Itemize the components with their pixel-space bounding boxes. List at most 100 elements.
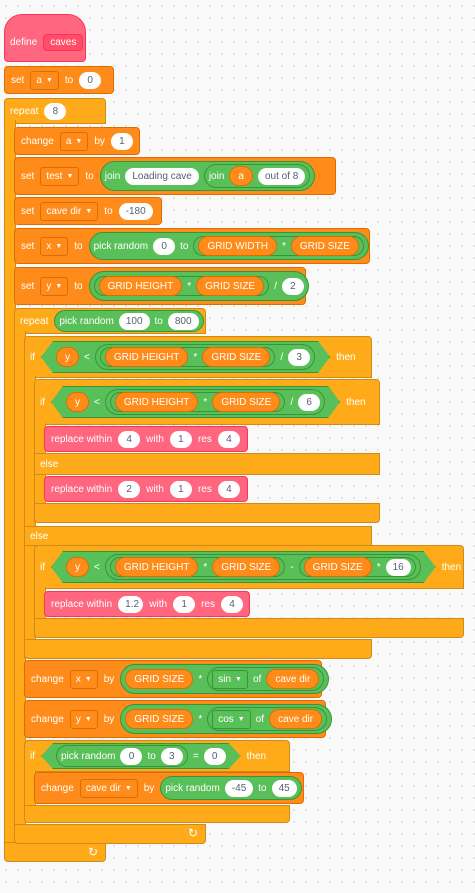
cos-operator[interactable]: cos▼ of cave dir [207, 707, 328, 731]
var-dropdown-x[interactable]: x▼ [40, 236, 69, 256]
math-func-dropdown[interactable]: cos▼ [212, 709, 251, 729]
var-dropdown-a[interactable]: a▼ [30, 70, 59, 90]
dir-min-input[interactable]: -45 [224, 779, 254, 797]
cave-dir-init-input[interactable]: -180 [118, 202, 153, 220]
join-operator-inner[interactable]: join a out of 8 [203, 164, 311, 188]
math-func-dropdown[interactable]: sin▼ [212, 669, 248, 689]
rand-min-input[interactable]: 0 [153, 237, 176, 255]
divide-operator[interactable]: GRID HEIGHT * GRID SIZE / 6 [105, 389, 325, 415]
r1-within-input[interactable]: 4 [118, 430, 141, 448]
var-dropdown-x[interactable]: x▼ [69, 669, 98, 689]
var-reporter-grid-height[interactable]: GRID HEIGHT [98, 276, 183, 296]
change-x-block[interactable]: change x▼ by GRID SIZE * sin▼ of cave di… [24, 660, 330, 698]
repeat-count-input[interactable]: 8 [44, 102, 67, 120]
replace-block-2[interactable]: replace within 2 with 1 res 4 [44, 476, 248, 502]
subtract-operator[interactable]: GRID HEIGHT * GRID SIZE - GRID SIZE * 16 [105, 554, 421, 580]
less-than-operator[interactable]: y < GRID HEIGHT * GRID SIZE / 3 [41, 341, 330, 373]
replace-within-label: replace within [51, 598, 113, 610]
var-dropdown-cave-dir[interactable]: cave dir▼ [79, 778, 138, 798]
a-step-input[interactable]: 1 [110, 132, 133, 150]
var-reporter-grid-size[interactable]: GRID SIZE [290, 236, 359, 256]
var-dropdown-test[interactable]: test▼ [40, 166, 80, 186]
var-reporter-y[interactable]: y [56, 347, 79, 367]
var-reporter-grid-width[interactable]: GRID WIDTH [198, 236, 277, 256]
var-reporter-cave-dir[interactable]: cave dir [266, 669, 320, 689]
loading-text-input[interactable]: Loading cave [125, 167, 199, 185]
pick-random-operator[interactable]: pick random 0 to 3 [56, 745, 188, 767]
change-a-block[interactable]: change a▼ by 1 [14, 127, 140, 155]
multiply-operator[interactable]: GRID HEIGHT * GRID SIZE [93, 276, 270, 296]
r2-res-input[interactable]: 4 [217, 480, 240, 498]
var-reporter-grid-height[interactable]: GRID HEIGHT [115, 392, 199, 412]
less-than-operator[interactable]: y < GRID HEIGHT * GRID SIZE / 6 [51, 386, 340, 418]
r3-with-input[interactable]: 1 [173, 595, 196, 613]
var-reporter-grid-size[interactable]: GRID SIZE [125, 669, 194, 689]
set-cave-dir-block[interactable]: set cave dir▼ to -180 [14, 197, 162, 225]
change-cave-dir-block[interactable]: change cave dir▼ by pick random -45 to 4… [34, 772, 304, 804]
var-reporter-grid-size[interactable]: GRID SIZE [196, 276, 265, 296]
define-label: define [10, 36, 38, 48]
multiply-operator[interactable]: GRID SIZE * sin▼ of cave dir [120, 664, 330, 694]
join-operator[interactable]: join Loading cave join a out of 8 [99, 161, 316, 191]
r3-res-input[interactable]: 4 [221, 595, 243, 613]
set-y-block[interactable]: set y▼ to GRID HEIGHT * GRID SIZE / 2 [14, 267, 309, 305]
r1-res-input[interactable]: 4 [217, 430, 240, 448]
pick-random-operator[interactable]: pick random -45 to 45 [160, 776, 302, 800]
var-dropdown-y[interactable]: y▼ [69, 709, 98, 729]
var-reporter-grid-height[interactable]: GRID HEIGHT [115, 557, 199, 577]
to-label: to [147, 750, 156, 762]
chevron-down-icon: ▼ [45, 76, 53, 84]
eq-val-input[interactable]: 0 [204, 748, 226, 765]
rep-min-input[interactable]: 100 [118, 312, 150, 330]
r1-with-input[interactable]: 1 [169, 430, 192, 448]
rep-max-input[interactable]: 800 [167, 312, 199, 330]
var-reporter-grid-size[interactable]: GRID SIZE [202, 347, 270, 367]
var-reporter-grid-size[interactable]: GRID SIZE [125, 709, 194, 729]
r2-within-input[interactable]: 2 [118, 480, 141, 498]
divide-operator[interactable]: GRID HEIGHT * GRID SIZE / 2 [88, 271, 309, 301]
y-div-input[interactable]: 2 [281, 277, 304, 295]
var-reporter-grid-size[interactable]: GRID SIZE [212, 392, 280, 412]
set-x-block[interactable]: set x▼ to pick random 0 to GRID WIDTH * … [14, 228, 370, 264]
var-dropdown-a[interactable]: a▼ [59, 131, 89, 151]
change-label: change [41, 782, 74, 794]
var-dropdown-y[interactable]: y▼ [40, 276, 69, 296]
var-dropdown-cave-dir[interactable]: cave dir▼ [40, 201, 99, 221]
multiply-operator[interactable]: GRID HEIGHT * GRID SIZE [110, 392, 285, 412]
pick-random-operator[interactable]: pick random 0 to GRID WIDTH * GRID SIZE [88, 232, 369, 260]
var-reporter-y[interactable]: y [66, 557, 89, 577]
set-test-block[interactable]: set test▼ to join Loading cave join a ou… [14, 157, 336, 195]
multiply-operator[interactable]: GRID WIDTH * GRID SIZE [193, 236, 364, 256]
a-init-input[interactable]: 0 [79, 71, 102, 89]
multiply-operator[interactable]: GRID HEIGHT * GRID SIZE [110, 557, 285, 577]
var-reporter-grid-height[interactable]: GRID HEIGHT [105, 347, 189, 367]
var-reporter-a[interactable]: a [229, 166, 253, 186]
rand2-min-input[interactable]: 0 [120, 748, 142, 765]
replace-within-label: replace within [51, 433, 113, 445]
multiply-operator[interactable]: GRID HEIGHT * GRID SIZE [100, 347, 275, 367]
r3-within-input[interactable]: 1.2 [118, 595, 144, 613]
rand2-max-input[interactable]: 3 [161, 748, 183, 765]
replace-block-1[interactable]: replace within 4 with 1 res 4 [44, 426, 248, 452]
set-a-block[interactable]: set a▼ to 0 [4, 66, 114, 94]
var-reporter-cave-dir[interactable]: cave dir [269, 709, 323, 729]
pick-random-operator[interactable]: pick random 100 to 800 [54, 310, 204, 332]
multiply-operator[interactable]: GRID SIZE * 16 [299, 557, 416, 577]
multiply-operator[interactable]: GRID SIZE * cos▼ of cave dir [120, 704, 333, 734]
chevron-down-icon: ▼ [66, 172, 74, 180]
sub-mul-input[interactable]: 16 [386, 559, 411, 576]
less-than-operator[interactable]: y < GRID HEIGHT * GRID SIZE - GRID SIZE … [51, 551, 436, 583]
if2-div-input[interactable]: 6 [298, 394, 320, 411]
divide-operator[interactable]: GRID HEIGHT * GRID SIZE / 3 [95, 344, 315, 370]
replace-block-3[interactable]: replace within 1.2 with 1 res 4 [44, 591, 250, 617]
equals-operator[interactable]: pick random 0 to 3 = 0 [41, 743, 241, 769]
if1-div-input[interactable]: 3 [288, 349, 310, 366]
var-reporter-y[interactable]: y [66, 392, 89, 412]
change-y-block[interactable]: change y▼ by GRID SIZE * cos▼ of cave di… [24, 700, 333, 738]
out-of-input[interactable]: out of 8 [257, 167, 306, 185]
dir-max-input[interactable]: 45 [271, 779, 297, 797]
sin-operator[interactable]: sin▼ of cave dir [207, 667, 325, 691]
var-reporter-grid-size[interactable]: GRID SIZE [212, 557, 280, 577]
var-reporter-grid-size[interactable]: GRID SIZE [304, 557, 372, 577]
r2-with-input[interactable]: 1 [169, 480, 192, 498]
